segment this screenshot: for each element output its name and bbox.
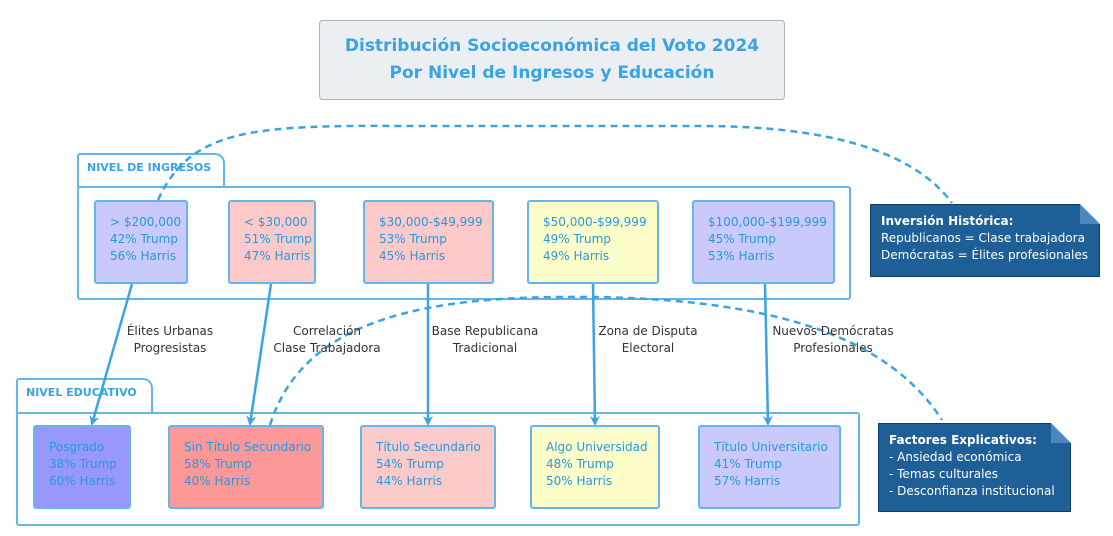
connection-label-elites: Élites Urbanas Progresistas — [110, 323, 230, 357]
income-package-tab: NIVEL DE INGRESOS — [77, 153, 225, 188]
card-trump: 51% Trump — [244, 232, 312, 246]
arrow-dispute-zone — [589, 283, 600, 426]
note-title: Factores Explicativos: — [889, 433, 1037, 447]
card-trump: 38% Trump — [49, 457, 117, 471]
note-link-historical — [156, 124, 954, 204]
income-package-label: NIVEL DE INGRESOS — [87, 161, 212, 174]
note-line: - Temas culturales — [889, 467, 999, 481]
income-card-30k-50k: $30,000-$49,999 53% Trump 45% Harris — [363, 200, 494, 284]
income-card-50k-100k: $50,000-$99,999 49% Trump 49% Harris — [527, 200, 659, 284]
note-line: Demócratas = Élites profesionales — [881, 248, 1089, 262]
note-line: - Desconfianza institucional — [889, 484, 1055, 498]
card-title: $30,000-$49,999 — [379, 215, 483, 229]
card-harris: 40% Harris — [184, 474, 251, 488]
arrow-elites — [89, 283, 134, 426]
connection-label-line: Zona de Disputa — [598, 324, 698, 338]
diagram-title: Distribución Socioeconómica del Voto 202… — [319, 20, 785, 100]
title-line-2: Por Nivel de Ingresos y Educación — [389, 63, 715, 83]
card-title: > $200,000 — [110, 215, 182, 229]
card-harris: 56% Harris — [110, 249, 177, 263]
note-line: Republicanos = Clase trabajadora — [881, 231, 1085, 245]
education-card-titulo-universitario: Título Universitario 41% Trump 57% Harri… — [698, 425, 841, 509]
card-title: Algo Universidad — [546, 440, 648, 454]
connection-label-working-class: Correlación Clase Trabajadora — [265, 323, 389, 357]
income-card-100k-200k: $100,000-$199,999 45% Trump 53% Harris — [692, 200, 835, 284]
card-harris: 60% Harris — [49, 474, 116, 488]
connection-label-new-democrats: Nuevos Demócratas Profesionales — [766, 323, 900, 357]
card-trump: 45% Trump — [708, 232, 776, 246]
card-title: < $30,000 — [244, 215, 308, 229]
connection-label-line: Tradicional — [452, 341, 518, 355]
card-trump: 42% Trump — [110, 232, 178, 246]
education-card-algo-universidad: Algo Universidad 48% Trump 50% Harris — [530, 425, 660, 509]
connection-label-line: Clase Trabajadora — [273, 341, 381, 355]
connection-label-line: Profesionales — [793, 341, 873, 355]
card-title: Título Universitario — [714, 440, 828, 454]
education-package-label: NIVEL EDUCATIVO — [26, 386, 137, 399]
income-card-over-200k: > $200,000 42% Trump 56% Harris — [94, 200, 188, 284]
card-harris: 53% Harris — [708, 249, 775, 263]
card-harris: 47% Harris — [244, 249, 311, 263]
arrow-new-democrats — [762, 283, 773, 426]
education-card-sin-titulo-secundario: Sin Título Secundario 58% Trump 40% Harr… — [168, 425, 324, 509]
card-trump: 41% Trump — [714, 457, 782, 471]
note-title: Inversión Histórica: — [881, 214, 1014, 228]
connection-label-line: Nuevos Demócratas — [772, 324, 894, 338]
note-line: - Ansiedad económica — [889, 450, 1022, 464]
card-harris: 49% Harris — [543, 249, 610, 263]
card-harris: 57% Harris — [714, 474, 781, 488]
card-harris: 50% Harris — [546, 474, 613, 488]
connection-label-line: Base Republicana — [431, 324, 539, 338]
connection-label-line: Progresistas — [133, 341, 207, 355]
card-trump: 48% Trump — [546, 457, 614, 471]
card-title: Título Secundario — [376, 440, 481, 454]
card-trump: 49% Trump — [543, 232, 611, 246]
card-title: $50,000-$99,999 — [543, 215, 647, 229]
connection-label-line: Élites Urbanas — [126, 324, 214, 338]
income-card-under-30k: < $30,000 51% Trump 47% Harris — [228, 200, 316, 284]
title-line-1: Distribución Socioeconómica del Voto 202… — [344, 36, 760, 56]
note-link-factors — [268, 295, 944, 426]
card-title: Posgrado — [49, 440, 105, 454]
note-historical-inversion: Inversión Histórica: Republicanos = Clas… — [870, 204, 1100, 277]
connection-label-line: Electoral — [621, 341, 675, 355]
card-title: $100,000-$199,999 — [708, 215, 827, 229]
card-trump: 54% Trump — [376, 457, 444, 471]
note-fold-icon — [1080, 204, 1100, 224]
education-card-titulo-secundario: Título Secundario 54% Trump 44% Harris — [360, 425, 496, 509]
education-card-posgrado: Posgrado 38% Trump 60% Harris — [33, 425, 131, 509]
connection-label-line: Correlación — [292, 324, 362, 338]
connection-label-republican-base: Base Republicana Tradicional — [420, 323, 550, 357]
card-harris: 45% Harris — [379, 249, 446, 263]
note-explanatory-factors: Factores Explicativos: - Ansiedad económ… — [878, 423, 1071, 512]
education-package-tab: NIVEL EDUCATIVO — [16, 378, 153, 414]
arrow-working-class — [246, 283, 273, 426]
card-title: Sin Título Secundario — [184, 440, 312, 454]
note-fold-icon — [1051, 423, 1071, 443]
card-trump: 53% Trump — [379, 232, 447, 246]
connection-label-dispute-zone: Zona de Disputa Electoral — [588, 323, 708, 357]
card-harris: 44% Harris — [376, 474, 443, 488]
card-trump: 58% Trump — [184, 457, 252, 471]
